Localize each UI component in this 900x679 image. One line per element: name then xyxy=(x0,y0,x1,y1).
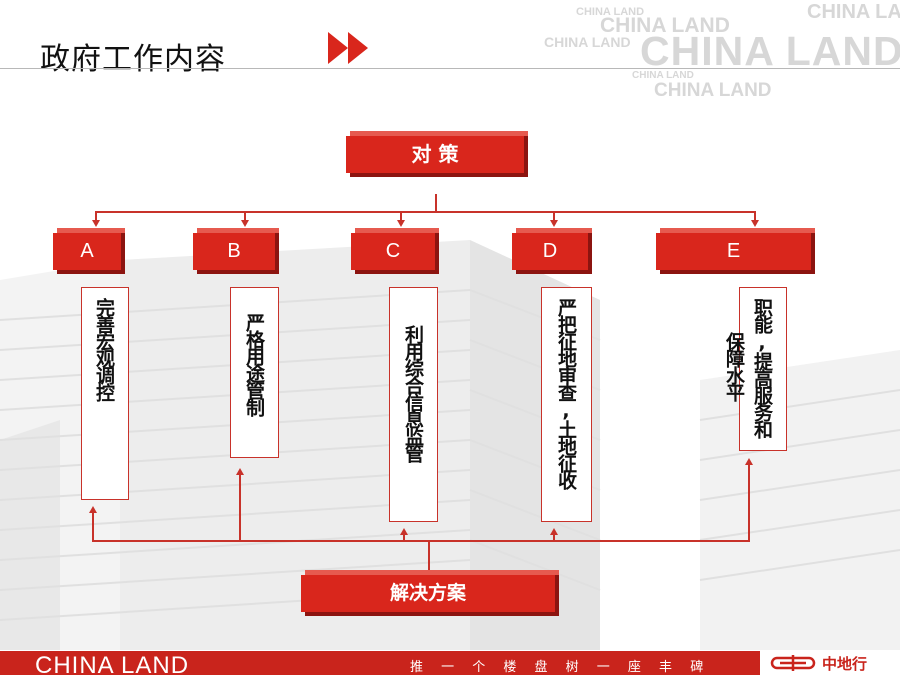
arrow-down-icon xyxy=(550,220,558,227)
branch-c-box: C xyxy=(351,228,439,270)
branch-a-letter: A xyxy=(80,240,94,262)
watermark-text: CHINA LAND xyxy=(576,6,645,18)
solution-label: 解决方案 xyxy=(389,582,466,604)
branch-e-text-col1: 职能,提高服务和 xyxy=(751,298,773,437)
footer-logo-text: 中地行 xyxy=(822,655,868,673)
branch-e-text-col2: 保障水平 xyxy=(723,332,745,400)
connector-line xyxy=(244,211,246,221)
header-divider xyxy=(0,68,900,69)
branch-c-content-box: 利用综合信息监管 xyxy=(389,287,438,522)
connector-line xyxy=(92,540,750,542)
solution-box: 解决方案 xyxy=(301,570,559,612)
arrow-down-icon xyxy=(397,220,405,227)
branch-e-letter: E xyxy=(726,240,741,262)
branch-c-letter: C xyxy=(385,240,401,262)
connector-line xyxy=(95,211,756,213)
branch-a-content-box: 完善宏观调控 xyxy=(81,287,129,500)
branch-b-content-box: 严格用途管制 xyxy=(230,287,279,458)
connector-line xyxy=(92,512,94,541)
connector-line xyxy=(754,211,756,221)
footer-brand: CHINA LAND xyxy=(35,652,190,679)
company-logo-icon xyxy=(770,655,816,671)
arrow-up-icon xyxy=(89,506,97,513)
arrow-up-icon xyxy=(550,528,558,535)
footer-slogan: 推 一 个 楼 盘 树 一 座 丰 碑 xyxy=(410,660,704,675)
watermark-text: CHINA LAND xyxy=(654,80,772,101)
branch-a-box: A xyxy=(53,228,125,270)
connector-line xyxy=(748,464,750,541)
connector-line xyxy=(400,211,402,221)
connector-line xyxy=(403,534,405,541)
strategy-label: 对 策 xyxy=(411,142,459,166)
branch-e-content-box: 职能,提高服务和 xyxy=(739,287,787,451)
connector-line xyxy=(95,211,97,221)
branch-d-box: D xyxy=(512,228,592,270)
arrow-down-icon xyxy=(241,220,249,227)
page-title: 政府工作内容 xyxy=(40,42,226,77)
branch-b-box: B xyxy=(193,228,279,270)
branch-d-content-box: 严把征地审查,土地征收 xyxy=(541,287,592,522)
branch-e-box: E xyxy=(656,228,815,270)
arrow-down-icon xyxy=(751,220,759,227)
branch-b-text: 严格用途管制 xyxy=(243,313,265,415)
connector-line xyxy=(553,534,555,541)
double-arrow-icon xyxy=(328,32,368,64)
arrow-up-icon xyxy=(236,468,244,475)
watermark-text: CHINA LAND xyxy=(632,70,694,81)
branch-b-letter: B xyxy=(227,240,241,262)
watermark-text: CHINA LAND xyxy=(807,1,900,23)
connector-line xyxy=(239,474,241,541)
watermark-text: CHINA LAND xyxy=(640,28,900,74)
branch-c-text: 利用综合信息监管 xyxy=(402,325,424,461)
strategy-box: 对 策 xyxy=(346,131,528,173)
branch-d-letter: D xyxy=(542,240,558,262)
connector-line xyxy=(435,194,437,212)
background-building-image xyxy=(0,240,900,650)
watermark-text: CHINA LAND xyxy=(544,34,631,50)
connector-line xyxy=(553,211,555,221)
arrow-up-icon xyxy=(745,458,753,465)
watermark-text: CHINA LAND xyxy=(600,14,730,37)
branch-d-text: 严把征地审查,土地征收 xyxy=(555,298,577,488)
arrow-down-icon xyxy=(92,220,100,227)
footer-bar xyxy=(0,651,900,675)
arrow-up-icon xyxy=(400,528,408,535)
branch-a-text: 完善宏观调控 xyxy=(93,298,115,400)
connector-line xyxy=(428,540,430,572)
